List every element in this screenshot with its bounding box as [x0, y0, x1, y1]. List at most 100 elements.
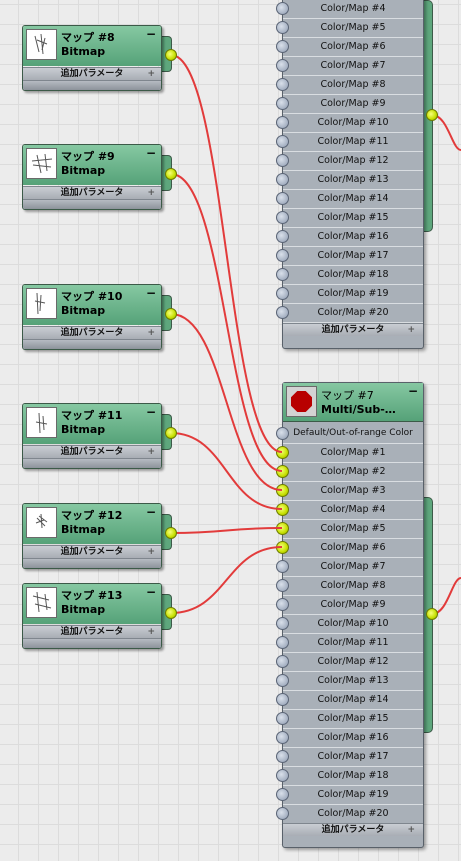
map-slot-row[interactable]: Color/Map #5 [276, 18, 423, 38]
input-port[interactable] [276, 192, 289, 205]
expand-plus-icon[interactable]: + [147, 627, 155, 637]
input-port[interactable] [276, 173, 289, 186]
map-slot-row[interactable]: Color/Map #9 [276, 595, 423, 615]
input-port[interactable] [276, 2, 289, 15]
minimize-icon[interactable]: − [145, 286, 156, 300]
param-bar[interactable]: 追加パラメータ+ [23, 186, 161, 200]
bitmap-output-port[interactable] [165, 308, 177, 320]
top-node-output-port[interactable] [426, 109, 438, 121]
map-slot-row[interactable]: Color/Map #19 [276, 284, 423, 304]
expand-plus-icon[interactable]: + [407, 825, 415, 835]
bitmap-output-port[interactable] [165, 427, 177, 439]
expand-plus-icon[interactable]: + [407, 325, 415, 335]
input-port[interactable] [276, 731, 289, 744]
map-slot-row[interactable]: Color/Map #15 [276, 709, 423, 729]
map-slot-row[interactable]: Color/Map #17 [276, 246, 423, 266]
input-port[interactable] [276, 97, 289, 110]
input-port[interactable] [276, 636, 289, 649]
multi-node-header[interactable]: マップ #7 Multi/Sub-… − [283, 383, 423, 422]
map-slot-row[interactable]: Color/Map #9 [276, 94, 423, 114]
input-port[interactable] [276, 78, 289, 91]
expand-plus-icon[interactable]: + [147, 547, 155, 557]
input-port[interactable] [276, 211, 289, 224]
minimize-icon[interactable]: − [145, 27, 156, 41]
input-port[interactable] [276, 693, 289, 706]
map-slot-row[interactable]: Color/Map #7 [276, 557, 423, 577]
minimize-icon[interactable]: − [145, 585, 156, 599]
map-slot-row[interactable]: Color/Map #14 [276, 690, 423, 710]
top-node-param-bar[interactable]: 追加パラメータ + [283, 323, 423, 336]
input-port[interactable] [276, 135, 289, 148]
map-slot-row[interactable]: Color/Map #5 [276, 519, 423, 539]
input-port[interactable] [276, 674, 289, 687]
input-port[interactable] [276, 750, 289, 763]
input-port[interactable] [276, 541, 289, 554]
map-slot-row[interactable]: Color/Map #2 [276, 462, 423, 482]
expand-plus-icon[interactable]: + [147, 69, 155, 79]
input-port[interactable] [276, 712, 289, 725]
param-bar[interactable]: 追加パラメータ+ [23, 67, 161, 81]
input-port[interactable] [276, 21, 289, 34]
map-slot-row[interactable]: Color/Map #8 [276, 576, 423, 596]
param-bar[interactable]: 追加パラメータ+ [23, 625, 161, 639]
input-port[interactable] [276, 788, 289, 801]
map-slot-row[interactable]: Default/Out-of-range Color [276, 424, 423, 444]
expand-plus-icon[interactable]: + [147, 188, 155, 198]
input-port[interactable] [276, 807, 289, 820]
param-bar[interactable]: 追加パラメータ+ [23, 445, 161, 459]
input-port[interactable] [276, 446, 289, 459]
map-slot-row[interactable]: Color/Map #13 [276, 170, 423, 190]
map-slot-row[interactable]: Color/Map #20 [276, 303, 423, 323]
input-port[interactable] [276, 116, 289, 129]
input-port[interactable] [276, 484, 289, 497]
map-slot-row[interactable]: Color/Map #14 [276, 189, 423, 209]
bitmap-output-port[interactable] [165, 49, 177, 61]
bitmap-output-port[interactable] [165, 168, 177, 180]
map-slot-row[interactable]: Color/Map #12 [276, 652, 423, 672]
param-bar[interactable]: 追加パラメータ+ [23, 326, 161, 340]
input-port[interactable] [276, 769, 289, 782]
map-slot-row[interactable]: Color/Map #16 [276, 728, 423, 748]
expand-plus-icon[interactable]: + [147, 447, 155, 457]
input-port[interactable] [276, 40, 289, 53]
minimize-icon[interactable]: − [145, 405, 156, 419]
input-port[interactable] [276, 306, 289, 319]
map-slot-row[interactable]: Color/Map #8 [276, 75, 423, 95]
param-bar[interactable]: 追加パラメータ+ [23, 545, 161, 559]
map-slot-row[interactable]: Color/Map #17 [276, 747, 423, 767]
map-slot-row[interactable]: Color/Map #10 [276, 614, 423, 634]
input-port[interactable] [276, 579, 289, 592]
bitmap-output-port[interactable] [165, 607, 177, 619]
multi-node-output-port[interactable] [426, 608, 438, 620]
minimize-icon[interactable]: − [407, 384, 418, 398]
input-port[interactable] [276, 230, 289, 243]
map-slot-row[interactable]: Color/Map #6 [276, 538, 423, 558]
map-slot-row[interactable]: Color/Map #13 [276, 671, 423, 691]
minimize-icon[interactable]: − [145, 146, 156, 160]
bitmap-output-port[interactable] [165, 527, 177, 539]
input-port[interactable] [276, 59, 289, 72]
input-port[interactable] [276, 617, 289, 630]
map-slot-row[interactable]: Color/Map #1 [276, 443, 423, 463]
map-slot-row[interactable]: Color/Map #12 [276, 151, 423, 171]
multi-node-param-bar[interactable]: 追加パラメータ + [283, 823, 423, 836]
map-slot-row[interactable]: Color/Map #20 [276, 804, 423, 824]
map-slot-row[interactable]: Color/Map #10 [276, 113, 423, 133]
map-slot-row[interactable]: Color/Map #11 [276, 633, 423, 653]
input-port[interactable] [276, 503, 289, 516]
minimize-icon[interactable]: − [145, 505, 156, 519]
map-slot-row[interactable]: Color/Map #16 [276, 227, 423, 247]
input-port[interactable] [276, 249, 289, 262]
expand-plus-icon[interactable]: + [147, 328, 155, 338]
input-port[interactable] [276, 427, 289, 440]
map-slot-row[interactable]: Color/Map #3 [276, 481, 423, 501]
input-port[interactable] [276, 560, 289, 573]
input-port[interactable] [276, 522, 289, 535]
input-port[interactable] [276, 598, 289, 611]
